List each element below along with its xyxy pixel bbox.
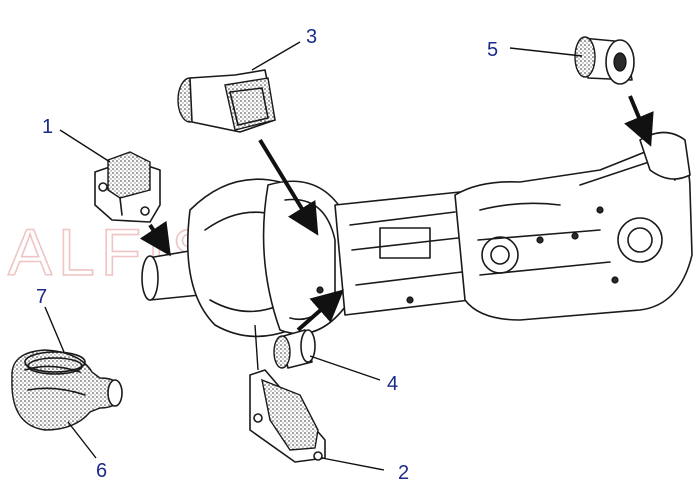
part-3-elbow-duct: [177, 69, 319, 236]
callout-1: 1: [42, 116, 53, 138]
part-5-bushing: [574, 36, 654, 147]
callout-2: 2: [398, 462, 409, 484]
leader-line-7: [44, 306, 65, 353]
part-7-spring-clip: [24, 351, 86, 375]
leader-line-2: [321, 457, 385, 471]
leader-line-1: [59, 129, 111, 163]
leader-line-4: [309, 355, 381, 381]
part-4-bushing: [273, 289, 344, 369]
leader-line-5: [509, 47, 583, 57]
part-6-rubber-boot: [11, 349, 123, 431]
callout-6: 6: [96, 460, 107, 482]
callout-7: 7: [36, 286, 47, 308]
leader-line-6: [67, 421, 97, 459]
leader-line-3: [251, 41, 301, 71]
part-1-mount-bracket: [94, 151, 171, 257]
transmission-assembly: [141, 131, 693, 338]
callout-5: 5: [487, 39, 498, 61]
callout-4: 4: [387, 373, 398, 395]
callout-3: 3: [306, 26, 317, 48]
